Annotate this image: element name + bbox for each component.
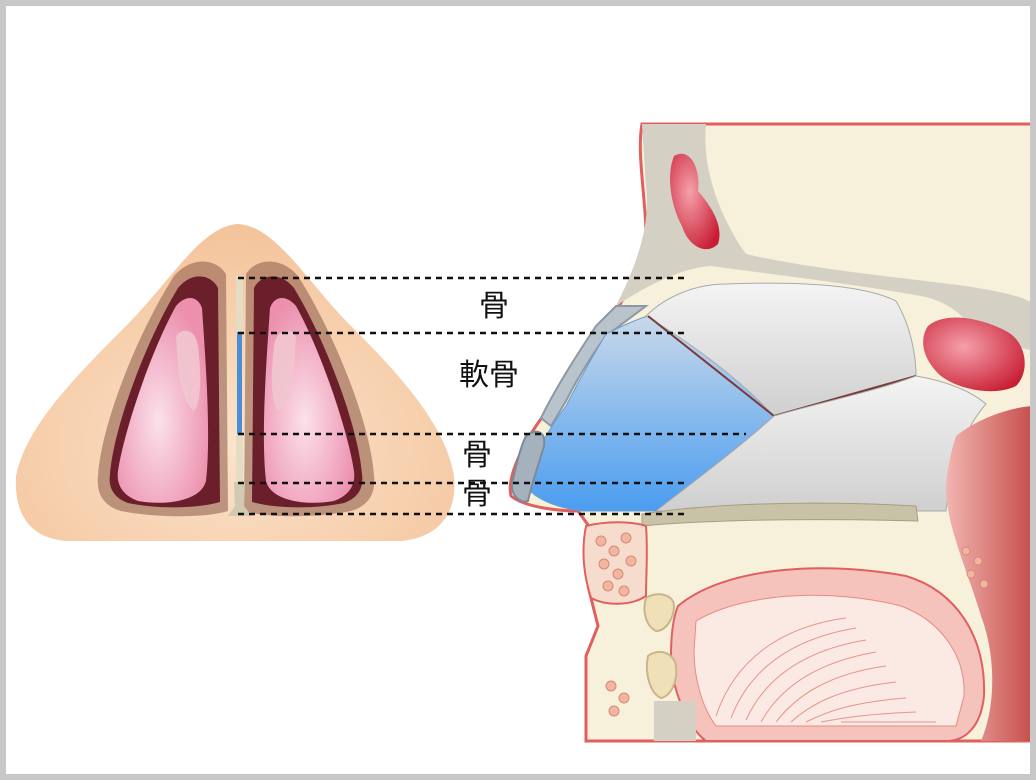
label-cartilage: 軟骨 <box>459 358 519 393</box>
level-guide-lines <box>238 276 746 516</box>
septum-bone-upper <box>236 276 243 332</box>
label-bone-upper: 骨 <box>479 289 509 324</box>
upper-lip <box>582 521 648 605</box>
nasal-anatomy-diagram <box>15 122 1030 743</box>
sagittal-section-view <box>508 122 1030 743</box>
lip-glands <box>595 532 989 717</box>
label-bone-lower: 骨 <box>462 477 492 512</box>
left-nostril <box>97 261 228 517</box>
septum-base <box>228 482 252 516</box>
septum-bone-lower <box>236 434 243 482</box>
upper-bony-plate <box>645 282 917 417</box>
tongue-muscle <box>693 594 965 727</box>
label-bone-mid: 骨 <box>462 438 492 473</box>
lower-tooth <box>645 650 678 700</box>
frontal-sinus <box>670 153 720 250</box>
septum-cartilage <box>237 332 242 434</box>
pharynx <box>946 406 1030 741</box>
palate-bone <box>641 502 919 527</box>
front-nose-view <box>15 224 455 541</box>
skull-bone <box>616 124 1030 350</box>
tongue-fibers <box>715 617 936 723</box>
jaw-bone <box>654 701 696 741</box>
alar-cartilage <box>510 430 546 503</box>
sphenoid-sinus <box>923 317 1025 392</box>
right-nostril <box>244 261 375 517</box>
upper-tooth <box>643 593 676 633</box>
